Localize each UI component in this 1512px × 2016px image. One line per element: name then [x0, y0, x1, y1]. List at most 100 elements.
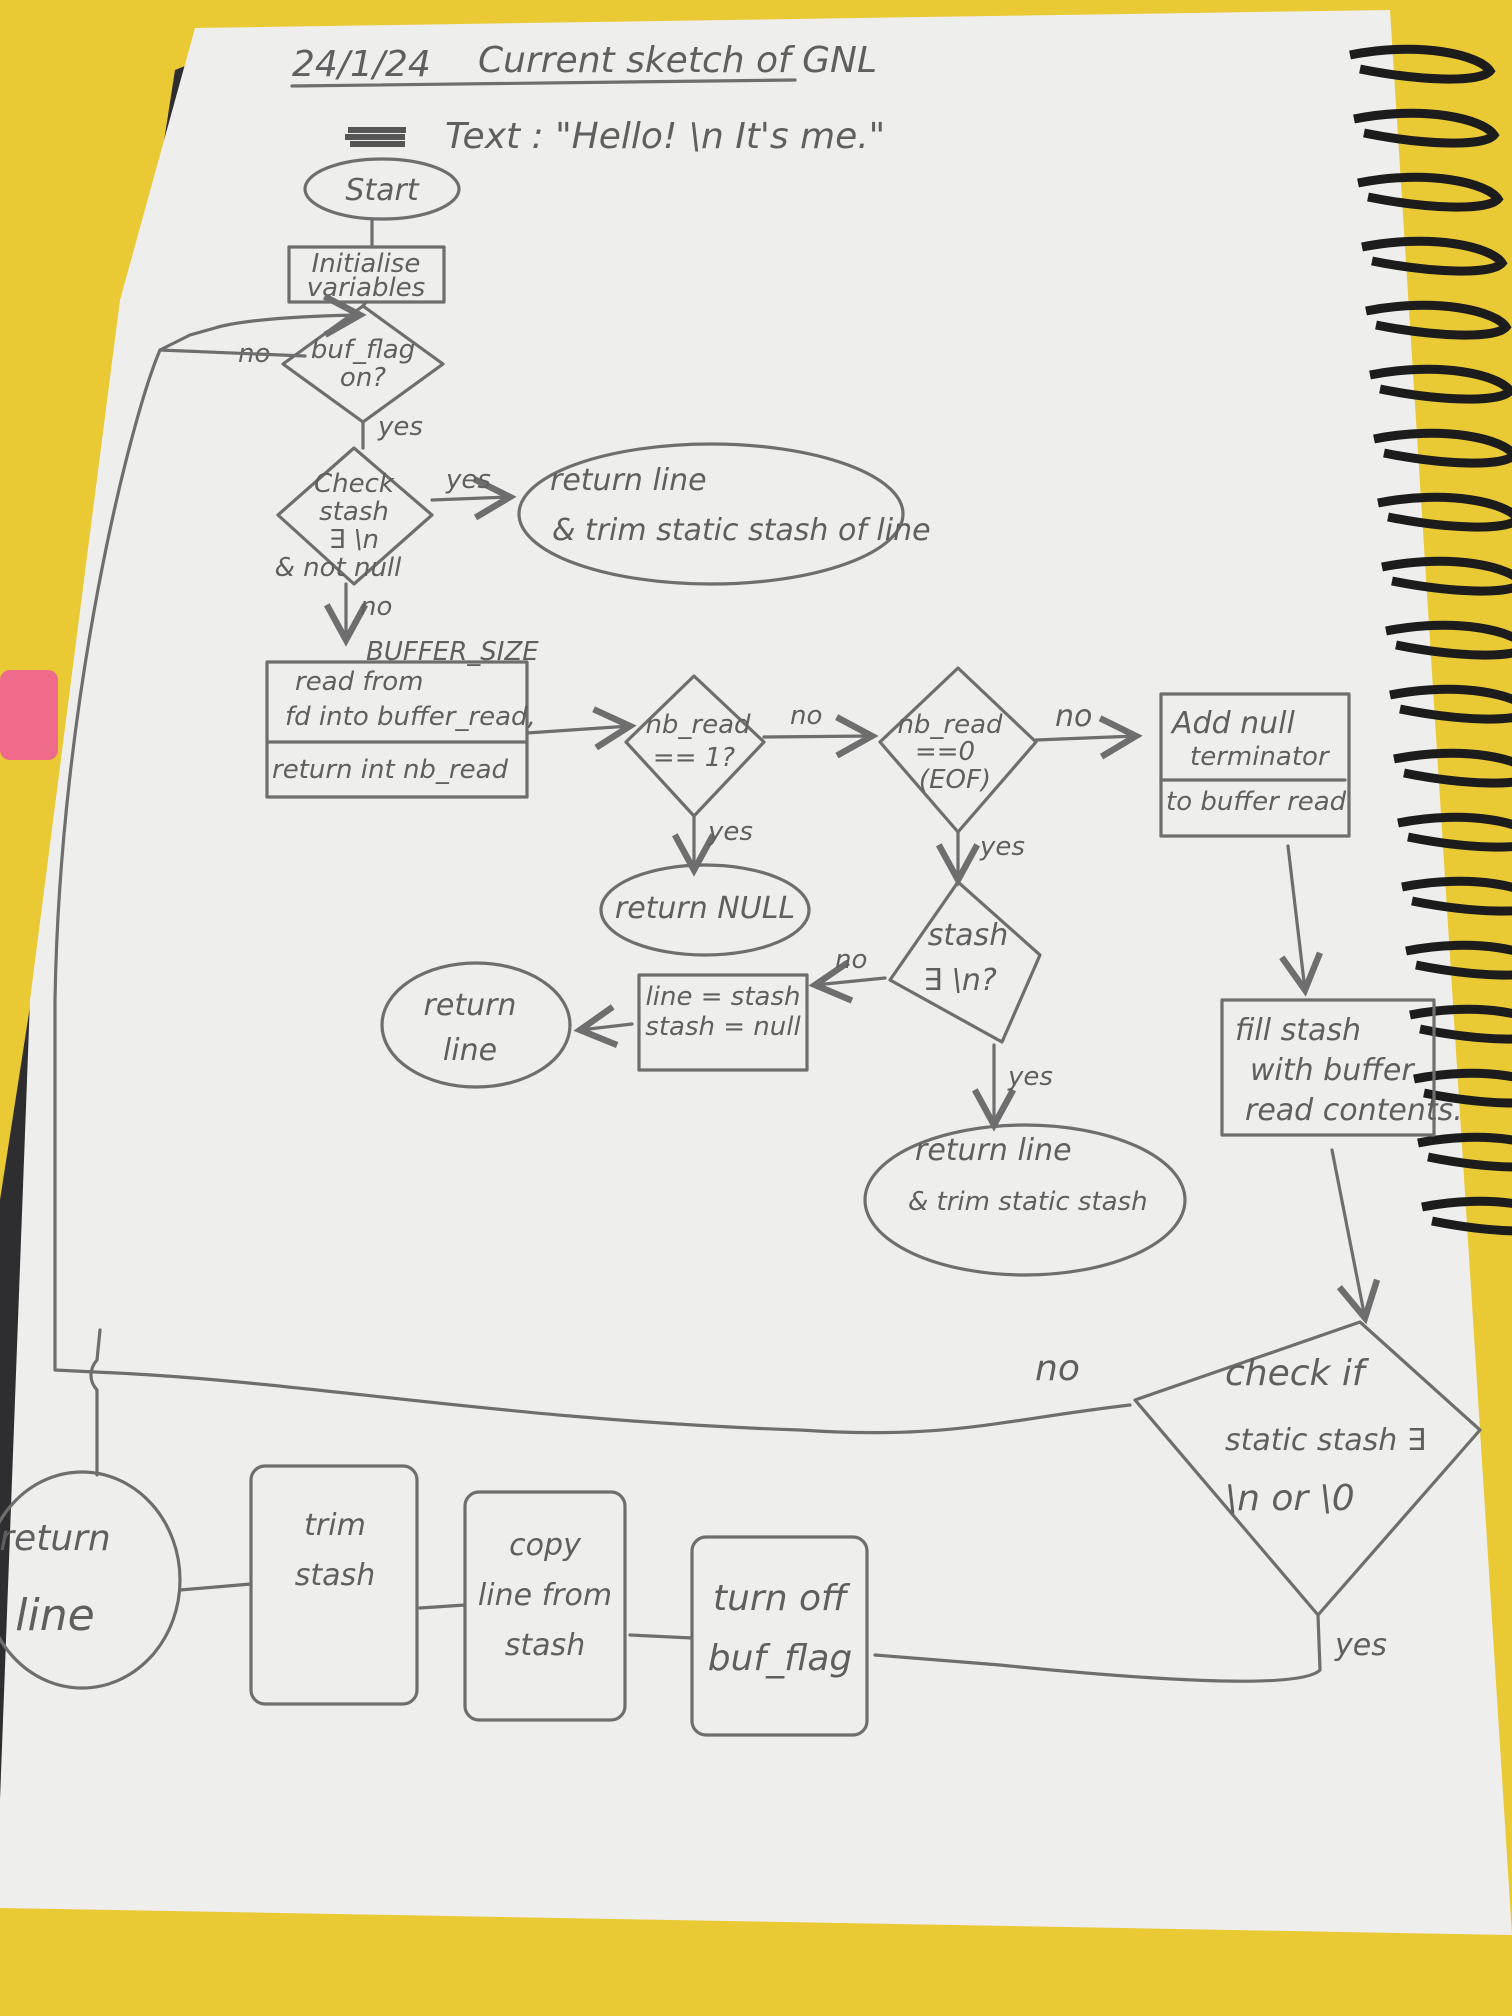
edge — [815, 978, 887, 985]
edge-label-no: no — [835, 945, 867, 975]
check-stash-decision: Check stash ∃ \n & not null — [275, 446, 434, 586]
stash-nl-label-2: ∃ \n? — [923, 963, 997, 998]
check-static-label-1: check if — [1225, 1353, 1370, 1394]
spiral-ring — [1385, 620, 1512, 660]
add-null-label-2: terminator — [1190, 742, 1331, 772]
add-null-label-3: to buffer read — [1166, 787, 1347, 817]
stash-newline-decision: stash ∃ \n? — [888, 880, 1042, 1044]
nb-read-0-label-1: nb_read — [897, 710, 1003, 740]
spiral-ring — [1405, 940, 1512, 980]
spiral-ring — [1421, 1196, 1512, 1236]
nb-read-one-decision: nb_read == 1? — [624, 674, 766, 818]
check-stash-label-2: stash — [319, 497, 389, 527]
line-stash-label-1: line = stash — [646, 982, 801, 1012]
edge-label-no: no — [1055, 699, 1092, 734]
edge-label-no: no — [360, 592, 392, 622]
check-static-label-2: static stash ∃ — [1225, 1423, 1426, 1458]
check-static-label-3: \n or \0 — [1225, 1478, 1355, 1519]
spiral-ring — [1353, 108, 1500, 148]
spiral-ring — [1413, 1068, 1512, 1108]
turn-off-buf-flag-box: turn off buf_flag — [690, 1535, 869, 1737]
edge — [580, 1024, 634, 1030]
copy-label-3: stash — [505, 1628, 585, 1663]
edge-label-no: no — [790, 701, 822, 731]
edge — [430, 497, 510, 500]
edge — [762, 736, 872, 737]
add-null-terminator-box: Add null terminator to buffer read — [1159, 692, 1351, 838]
edge — [178, 1582, 253, 1592]
spiral-ring — [1417, 1132, 1512, 1172]
edge-label-yes: yes — [979, 832, 1025, 862]
spiral-ring — [1349, 44, 1496, 84]
check-stash-label-3: ∃ \n — [329, 525, 379, 555]
trim-label-2: stash — [295, 1558, 375, 1593]
read-label-1: read from — [295, 667, 423, 697]
return-null-terminal: return NULL — [599, 863, 811, 957]
fill-stash-label-3: read contents. — [1245, 1093, 1463, 1128]
return-small-label-1: return — [424, 988, 517, 1023]
init-label-2: variables — [307, 273, 425, 303]
edge — [525, 726, 630, 733]
edge — [1330, 1148, 1365, 1318]
return-line-small-terminal: return line — [380, 961, 572, 1089]
check-stash-label-1: Check — [314, 469, 395, 499]
line-equals-stash-box: line = stash stash = null — [637, 973, 809, 1072]
buf-flag-label-1: buf_flag — [311, 335, 415, 365]
edge-label-yes: yes — [1007, 1062, 1053, 1092]
spiral-ring — [1389, 684, 1512, 724]
edge-label-yes: yes — [445, 465, 491, 495]
spiral-ring — [1401, 876, 1512, 916]
edge-label-yes: yes — [377, 412, 423, 442]
turn-off-label-1: turn off — [713, 1578, 851, 1619]
edge — [1034, 736, 1136, 740]
copy-line-from-stash-box: copy line from stash — [463, 1490, 627, 1722]
return-small-label-2: line — [443, 1033, 497, 1068]
pink-tab — [0, 670, 58, 760]
check-stash-label-4: & not null — [275, 553, 403, 583]
text-example: Text : "Hello! \n It's me." — [445, 116, 885, 157]
edge — [873, 1613, 1322, 1683]
spiral-ring — [1393, 748, 1512, 788]
return-null-label: return NULL — [615, 891, 795, 926]
line-stash-label-2: stash = null — [645, 1012, 801, 1042]
add-null-label-1: Add null — [1170, 706, 1296, 741]
copy-label-1: copy — [509, 1528, 582, 1563]
edge — [1288, 844, 1305, 990]
title-underline — [290, 78, 797, 88]
start-node: Start — [303, 157, 461, 221]
read-label-3: return int nb_read — [272, 755, 509, 785]
edge — [628, 1633, 694, 1640]
return-trim2-label-2: & trim static stash — [908, 1187, 1148, 1217]
spiral-ring — [1361, 236, 1508, 276]
return-trim2-label-1: return line — [915, 1133, 1072, 1168]
spiral-ring — [1373, 428, 1512, 468]
paper-page — [0, 10, 1512, 1935]
page-title: Current sketch of GNL — [478, 40, 877, 81]
init-label-1: Initialise — [312, 249, 421, 279]
edge-label-no: no — [1035, 1348, 1080, 1389]
spiral-ring — [1357, 172, 1504, 212]
edge-label-yes: yes — [1334, 1628, 1387, 1663]
scribble-mark — [345, 127, 406, 147]
nb-read-zero-decision: nb_read ==0 (EOF) — [878, 666, 1038, 834]
spiral-ring — [1409, 1004, 1512, 1044]
spiral-ring — [1397, 812, 1512, 852]
copy-label-2: line from — [478, 1578, 612, 1613]
fill-stash-label-1: fill stash — [1235, 1013, 1361, 1048]
loop-back-edge — [53, 315, 1132, 1435]
trim-label-1: trim — [304, 1508, 366, 1543]
spiral-ring — [1381, 556, 1512, 596]
buf-flag-label-2: on? — [340, 363, 386, 393]
nb-read-0-label-3: (EOF) — [919, 765, 991, 795]
check-static-stash-decision: check if static stash ∃ \n or \0 — [1133, 1320, 1482, 1617]
fill-stash-label-2: with buffer — [1250, 1053, 1415, 1088]
edge-label-yes: yes — [707, 817, 753, 847]
nb-read-1-label-1: nb_read — [645, 710, 751, 740]
spiral-ring — [1369, 364, 1512, 404]
return-big-label-1: return — [0, 1518, 111, 1559]
return-line-big-terminal: return line — [0, 1470, 182, 1690]
page-date: 24/1/24 — [292, 44, 431, 85]
start-label: Start — [345, 173, 420, 208]
nb-read-1-label-2: == 1? — [653, 743, 735, 773]
